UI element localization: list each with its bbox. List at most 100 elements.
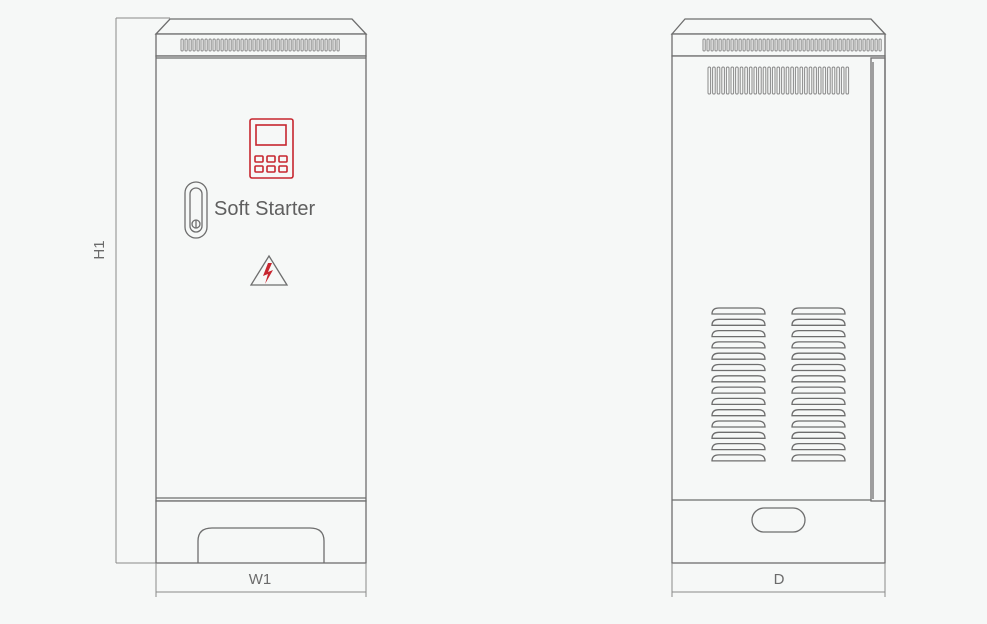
vent-slot bbox=[838, 38, 842, 52]
louver bbox=[711, 420, 766, 428]
louver bbox=[711, 431, 766, 439]
vent-slot bbox=[776, 66, 781, 95]
vent-slot bbox=[814, 38, 818, 52]
vent-slot bbox=[244, 38, 248, 52]
door-handle-icon bbox=[184, 181, 208, 239]
vent-slot bbox=[827, 66, 831, 95]
width-dimension: W1 bbox=[155, 563, 367, 597]
vent-slot bbox=[256, 38, 260, 52]
vent-slot bbox=[716, 66, 721, 95]
vent-slot bbox=[212, 38, 216, 52]
vent-slot bbox=[862, 38, 866, 52]
side-body bbox=[671, 55, 886, 564]
vent-slot bbox=[721, 66, 725, 95]
vent-slot bbox=[316, 38, 320, 52]
louver bbox=[791, 409, 846, 417]
vent-slot bbox=[220, 38, 224, 52]
vent-slot bbox=[312, 38, 316, 52]
vent-slot bbox=[767, 66, 771, 95]
front-door bbox=[155, 55, 367, 502]
vent-slot bbox=[180, 38, 184, 52]
vent-slot bbox=[735, 66, 739, 95]
louver bbox=[711, 454, 766, 462]
vent-slot bbox=[216, 38, 220, 52]
vent-slot bbox=[794, 66, 799, 95]
vent-slot bbox=[746, 38, 750, 52]
vent-slot bbox=[224, 38, 228, 52]
vent-slot bbox=[834, 38, 838, 52]
vent-slot bbox=[817, 66, 822, 95]
vent-slot bbox=[790, 66, 794, 95]
depth-dimension: D bbox=[671, 563, 886, 597]
vent-slot bbox=[770, 38, 774, 52]
vent-slot bbox=[324, 38, 328, 52]
vent-slot bbox=[822, 66, 827, 95]
vent-slot bbox=[810, 38, 814, 52]
vent-slot bbox=[268, 38, 272, 52]
vent-slot bbox=[850, 38, 854, 52]
vent-slot bbox=[300, 38, 304, 52]
vent-slot bbox=[730, 38, 734, 52]
vent-slot bbox=[284, 38, 288, 52]
side-upper-vents bbox=[707, 66, 850, 95]
vent-slot bbox=[336, 38, 340, 52]
louver-column-right bbox=[791, 307, 846, 462]
louver bbox=[791, 307, 846, 315]
vent-slot bbox=[766, 38, 770, 52]
vent-slot bbox=[196, 38, 200, 52]
vent-slot bbox=[734, 38, 738, 52]
vent-slot bbox=[192, 38, 196, 52]
vent-slot bbox=[758, 38, 762, 52]
vent-slot bbox=[778, 38, 782, 52]
vent-slot bbox=[831, 66, 836, 95]
louver bbox=[791, 318, 846, 326]
louver bbox=[791, 352, 846, 360]
width-label: W1 bbox=[249, 571, 272, 588]
louver bbox=[791, 386, 846, 394]
vent-slot bbox=[706, 38, 710, 52]
vent-slot bbox=[320, 38, 324, 52]
louver bbox=[711, 341, 766, 349]
vent-slot bbox=[782, 38, 786, 52]
louver bbox=[791, 442, 846, 451]
vent-slot bbox=[232, 38, 236, 52]
vent-slot bbox=[854, 38, 858, 52]
vent-slot bbox=[725, 66, 730, 95]
louver bbox=[791, 420, 846, 428]
vent-slot bbox=[813, 66, 817, 95]
vent-slot bbox=[739, 66, 744, 95]
vent-slot bbox=[228, 38, 232, 52]
vent-slot bbox=[714, 38, 718, 52]
vent-slot bbox=[781, 66, 785, 95]
vent-slot bbox=[830, 38, 834, 52]
vent-slot bbox=[712, 66, 716, 95]
vent-slot bbox=[774, 38, 778, 52]
louver bbox=[711, 375, 766, 383]
vent-slot bbox=[808, 66, 813, 95]
vent-slot bbox=[184, 38, 188, 52]
depth-label: D bbox=[774, 571, 785, 588]
vent-slot bbox=[288, 38, 292, 52]
vent-slot bbox=[870, 38, 874, 52]
vent-slot bbox=[822, 38, 826, 52]
vent-slot bbox=[858, 38, 862, 52]
vent-slot bbox=[702, 38, 706, 52]
vent-slot bbox=[248, 38, 252, 52]
vent-slot bbox=[718, 38, 722, 52]
vent-slot bbox=[272, 38, 276, 52]
vent-slot bbox=[786, 38, 790, 52]
louver bbox=[791, 329, 846, 338]
vent-slot bbox=[188, 38, 192, 52]
louver bbox=[711, 318, 766, 326]
vent-slot bbox=[710, 38, 714, 52]
louver bbox=[711, 307, 766, 315]
height-label: H1 bbox=[91, 240, 108, 259]
vent-slot bbox=[276, 38, 280, 52]
vent-slot bbox=[722, 38, 726, 52]
vent-slot bbox=[806, 38, 810, 52]
vent-slot bbox=[754, 38, 758, 52]
vent-slot bbox=[836, 66, 840, 95]
vent-slot bbox=[240, 38, 244, 52]
front-top-vents bbox=[180, 38, 340, 52]
